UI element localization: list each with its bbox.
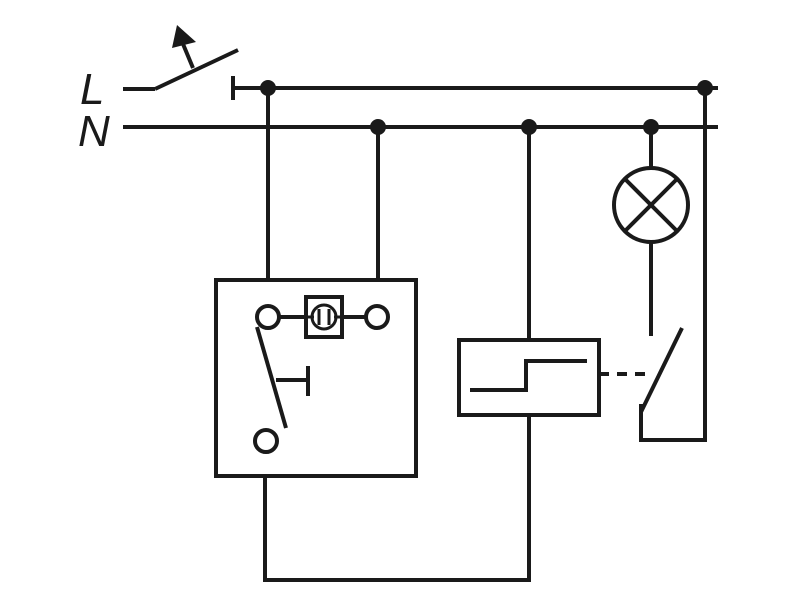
push-button-insert-icon — [214, 278, 418, 478]
push-contact-blade — [255, 326, 288, 429]
relay-box — [457, 338, 601, 417]
neutral-label: N — [78, 107, 110, 156]
insert-housing — [214, 278, 418, 478]
step-relay-icon — [457, 338, 601, 417]
relay-step-symbol — [470, 359, 587, 392]
relay-contact-return — [639, 404, 705, 442]
terminal-top-left — [255, 304, 281, 330]
terminal-bottom — [253, 428, 279, 454]
live-label: L — [80, 65, 104, 114]
relay-contact-blade — [639, 327, 684, 413]
relay-contact-icon — [639, 327, 705, 442]
switch-blade — [154, 48, 239, 91]
terminal-top-right — [364, 304, 390, 330]
glow-lamp-icon — [304, 295, 344, 339]
manual-switch-icon — [172, 25, 196, 69]
main-switch — [123, 25, 268, 100]
lamp-icon — [612, 166, 690, 244]
